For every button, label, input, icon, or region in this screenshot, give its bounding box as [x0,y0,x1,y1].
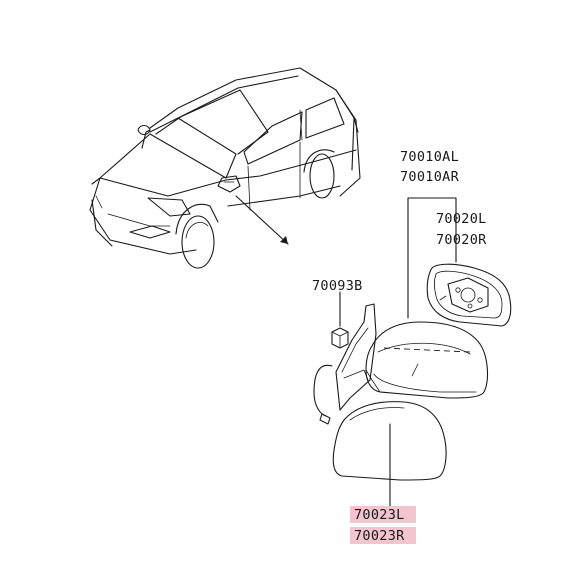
label-glass-r: 70020R [436,232,487,248]
part-labels: 70010AL 70010AR 70020L 70020R 70093B 700… [312,149,487,544]
mirror-exploded-view [313,197,512,507]
mirror-glass-part [426,263,512,327]
nut-part [331,327,349,349]
label-cover-l: 70023L [354,507,405,523]
mirror-housing-part [365,321,489,399]
label-cover-r: 70023R [354,528,405,544]
mirror-cover-part [332,401,447,481]
vehicle-illustration [89,67,361,269]
label-nut: 70093B [312,278,363,294]
label-housing-r: 70010AR [400,169,460,185]
label-glass-l: 70020L [436,211,487,227]
highlight-cover-l [350,506,416,523]
label-housing-l: 70010AL [400,149,459,165]
highlight-cover-r [350,527,416,544]
